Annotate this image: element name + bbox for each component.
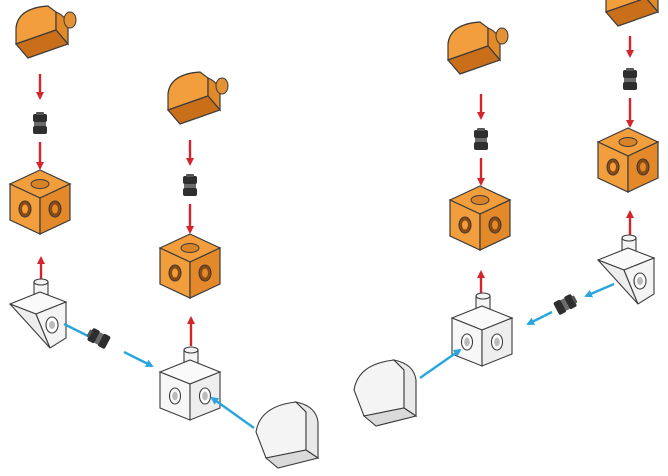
white-slope-block [9,278,67,349]
white-slope-block [597,234,655,305]
orange-cube [449,185,511,251]
black-connector [85,326,111,350]
blue-arrow [526,310,553,326]
assembly-3 [353,21,579,427]
orange-curved-cap [447,21,509,75]
blue-arrow [123,350,154,368]
blue-arrow [584,282,615,298]
black-connector [183,174,197,196]
orange-curved-cap [167,71,229,125]
assembly-2 [159,71,319,469]
blue-arrow [419,348,462,379]
assembly-4 [584,0,667,305]
orange-curved-cap [605,0,667,27]
orange-cube [9,169,71,235]
black-connector [474,128,488,150]
white-curved-cap [255,401,319,469]
blue-arrow [210,396,255,429]
white-cube [159,346,221,421]
black-connector [623,68,637,90]
assembly-1 [9,5,154,368]
white-cube [451,292,513,367]
white-curved-cap [353,359,417,427]
orange-cube [159,233,221,299]
black-connector [553,292,579,316]
orange-cube [597,127,659,193]
orange-curved-cap [15,5,77,59]
black-connector [33,112,47,134]
